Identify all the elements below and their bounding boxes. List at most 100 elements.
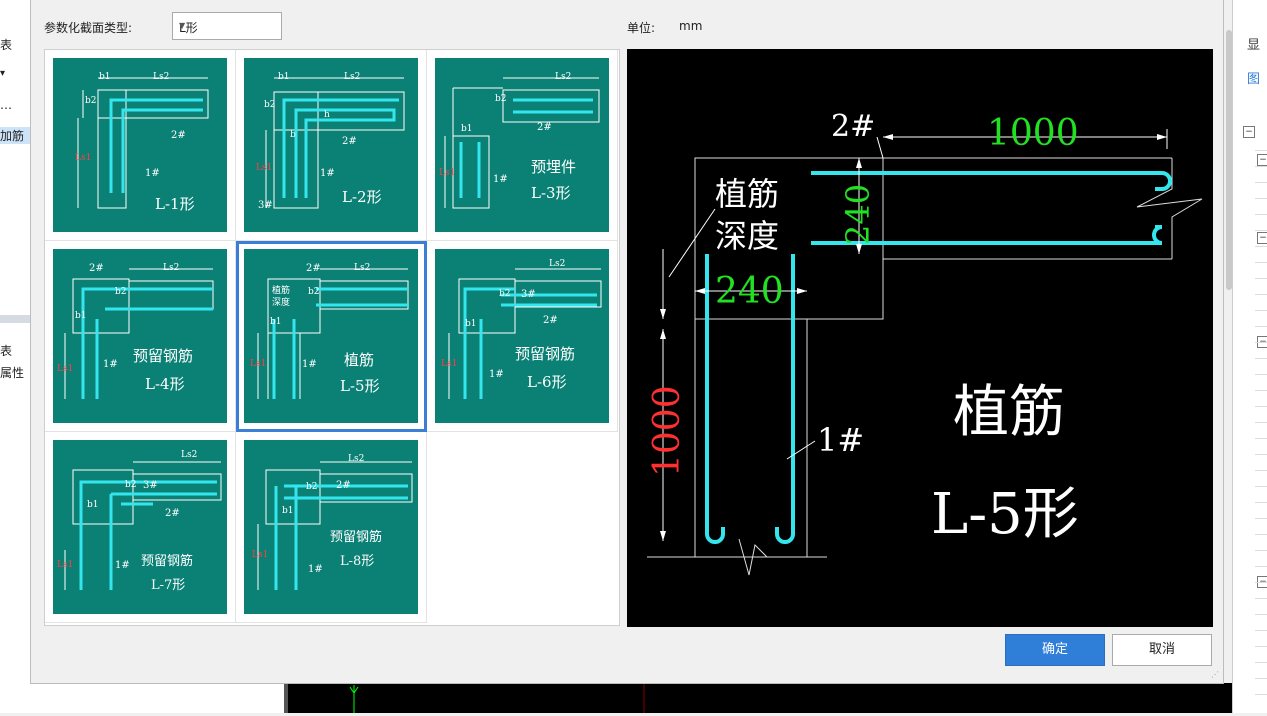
rebar-label: 1# — [115, 560, 130, 571]
left-tab-label-2[interactable]: 表 — [0, 344, 13, 358]
dim-label: b1 — [270, 317, 282, 327]
right-subtab-label[interactable]: 图 — [1247, 72, 1261, 87]
gallery-item-l2[interactable]: b1 Ls2 b2 h b Ls1 2# 1# 3# L-2形 — [236, 50, 427, 241]
thumbnail-l1: b1 Ls2 b2 Ls1 2# 1# L-1形 — [53, 58, 227, 232]
background-right-panel: 显 图 − − − − − — [1232, 0, 1267, 713]
gallery-item-l4[interactable]: 2# Ls2 b2 b1 Ls1 1# 预留钢筋 L-4形 — [45, 241, 236, 432]
scrollbar[interactable] — [1226, 30, 1232, 290]
dim-label: Ls1 — [57, 560, 74, 570]
item-caption-line2: L-6形 — [527, 373, 567, 391]
anchor-depth-line2: 深度 — [715, 217, 780, 255]
left-ellipsis[interactable]: … — [0, 98, 12, 112]
property-grid — [1255, 150, 1267, 710]
dim-label: h — [324, 110, 330, 120]
right-tab-label[interactable]: 显 — [1247, 38, 1261, 53]
rebar-label: 2# — [89, 263, 104, 274]
diagram-l6 — [448, 268, 602, 399]
dim-label: Ls2 — [344, 72, 361, 82]
parametric-section-dialog: 参数化截面类型: L形 ▼ 单位: mm b1 Ls2 b2 Ls1 — [30, 0, 1224, 684]
thumbnail-l8: Ls2 b2 2# b1 Ls1 1# 预留钢筋 L-8形 — [244, 440, 418, 614]
dim-label: b1 — [465, 319, 477, 329]
left-property-label[interactable]: 属性 — [0, 366, 25, 380]
diagram-l7 — [64, 461, 222, 590]
preview-title-line2: L-5形 — [931, 482, 1079, 547]
rebar-label: 3# — [258, 200, 273, 211]
dim-label: b2 — [499, 289, 511, 299]
section-type-select[interactable]: L形 ▼ — [172, 12, 282, 40]
rebar-label: 1# — [302, 359, 317, 370]
gallery-item-l8[interactable]: Ls2 b2 2# b1 Ls1 1# 预留钢筋 L-8形 — [236, 432, 427, 623]
resize-grip-icon[interactable]: ⋰ — [1211, 670, 1219, 679]
anchor-depth-label: 深度 — [272, 298, 291, 308]
dim-label: b2 — [125, 480, 137, 490]
diagram-l2 — [265, 77, 405, 209]
gallery-item-l1[interactable]: b1 Ls2 b2 Ls1 2# 1# L-1形 — [45, 50, 236, 241]
thumbnail-l5: 2# Ls2 植筋 深度 b2 b1 Ls1 1# 植筋 L-5形 — [244, 249, 418, 423]
gallery-item-l7[interactable]: Ls2 b2 3# b1 2# Ls1 1# 预留钢筋 L-7形 — [45, 432, 236, 623]
dim-label: Ls2 — [354, 263, 371, 273]
anchor-depth-label: 植筋 — [272, 286, 291, 296]
preview-title-line1: 植筋 — [953, 380, 1065, 445]
item-caption: L-1形 — [155, 195, 195, 213]
rebar-label: 1# — [308, 564, 323, 575]
dim-label: Ls1 — [439, 168, 456, 178]
dim-label: Ls2 — [163, 263, 180, 273]
dim-label: b2 — [85, 96, 97, 106]
dim-label: b1 — [461, 124, 473, 134]
dim-label: b2 — [264, 100, 276, 110]
item-caption-line2: L-8形 — [340, 554, 375, 569]
item-caption-line1: 预留钢筋 — [141, 554, 194, 569]
gallery-item-l3[interactable]: Ls2 b2 b1 2# Ls1 1# 预埋件 L-3形 — [427, 50, 618, 241]
rebar-label: 1# — [489, 369, 504, 380]
section-preview: 2# 1000 植筋 深度 240 240 1000 1# 植筋 L-5形 — [627, 49, 1213, 627]
item-caption-line2: L-7形 — [151, 578, 186, 593]
thumbnail-l7: Ls2 b2 3# b1 2# Ls1 1# 预留钢筋 L-7形 — [53, 440, 227, 614]
splitter[interactable] — [0, 315, 30, 323]
dim-label: b2 — [495, 94, 507, 104]
rebar-label: 3# — [143, 480, 158, 491]
cancel-button[interactable]: 取消 — [1112, 634, 1212, 666]
tree-collapse-icon[interactable]: − — [1243, 126, 1255, 138]
rebar-label-1: 1# — [817, 421, 865, 459]
section-gallery: b1 Ls2 b2 Ls1 2# 1# L-1形 b1 — [44, 49, 620, 626]
dim-label: Ls2 — [348, 454, 365, 464]
dim-label: b2 — [115, 287, 127, 297]
thumbnail-l6: Ls2 b2 3# b1 2# Ls1 1# 预留钢筋 L-6形 — [435, 249, 609, 423]
rebar-label-2: 2# — [831, 109, 876, 144]
dim-label: b1 — [75, 311, 87, 321]
rebar-label: 2# — [165, 508, 180, 519]
section-type-value: L形 — [179, 21, 198, 35]
item-caption-line1: 植筋 — [344, 351, 375, 369]
thumbnail-l2: b1 Ls2 b2 h b Ls1 2# 1# 3# L-2形 — [244, 58, 418, 232]
ok-button[interactable]: 确定 — [1005, 634, 1105, 666]
section-type-label: 参数化截面类型: — [44, 21, 133, 35]
gallery-item-l6[interactable]: Ls2 b2 3# b1 2# Ls1 1# 预留钢筋 L-6形 — [427, 241, 618, 432]
background-left-panel: 表 ▾ … 加筋 表 属性 — [0, 0, 31, 713]
item-caption-line1: 预埋件 — [531, 158, 577, 176]
gallery-item-l5[interactable]: 2# Ls2 植筋 深度 b2 b1 Ls1 1# 植筋 L-5形 — [236, 241, 427, 432]
rebar-label: 2# — [342, 136, 357, 147]
dim-label: b1 — [99, 72, 111, 82]
dim-label: b1 — [87, 500, 99, 510]
dim-label: b1 — [278, 72, 290, 82]
left-tree-item[interactable]: 加筋 — [0, 127, 30, 144]
dim-label: Ls1 — [75, 153, 92, 163]
axis-icon — [349, 683, 645, 713]
dim-label: Ls1 — [252, 550, 269, 560]
rebar-label: 2# — [336, 480, 351, 491]
item-caption-line2: L-5形 — [340, 377, 380, 395]
item-caption-line1: 预留钢筋 — [330, 530, 383, 545]
unit-value: mm — [679, 19, 703, 33]
dim-label: b1 — [282, 506, 294, 516]
dim-label: b2 — [308, 287, 320, 297]
unit-label: 单位: — [627, 21, 656, 35]
dim-label: b — [290, 130, 296, 140]
anchor-depth-line1: 植筋 — [715, 175, 780, 213]
dim-label: Ls2 — [549, 259, 566, 269]
dropdown-arrow-icon[interactable]: ▾ — [0, 68, 6, 79]
dim-label: Ls1 — [441, 359, 458, 369]
diagram-l8 — [257, 461, 413, 590]
rebar-label: 1# — [320, 168, 335, 179]
rebar-label: 1# — [103, 359, 118, 370]
left-tab-label[interactable]: 表 — [0, 38, 13, 52]
